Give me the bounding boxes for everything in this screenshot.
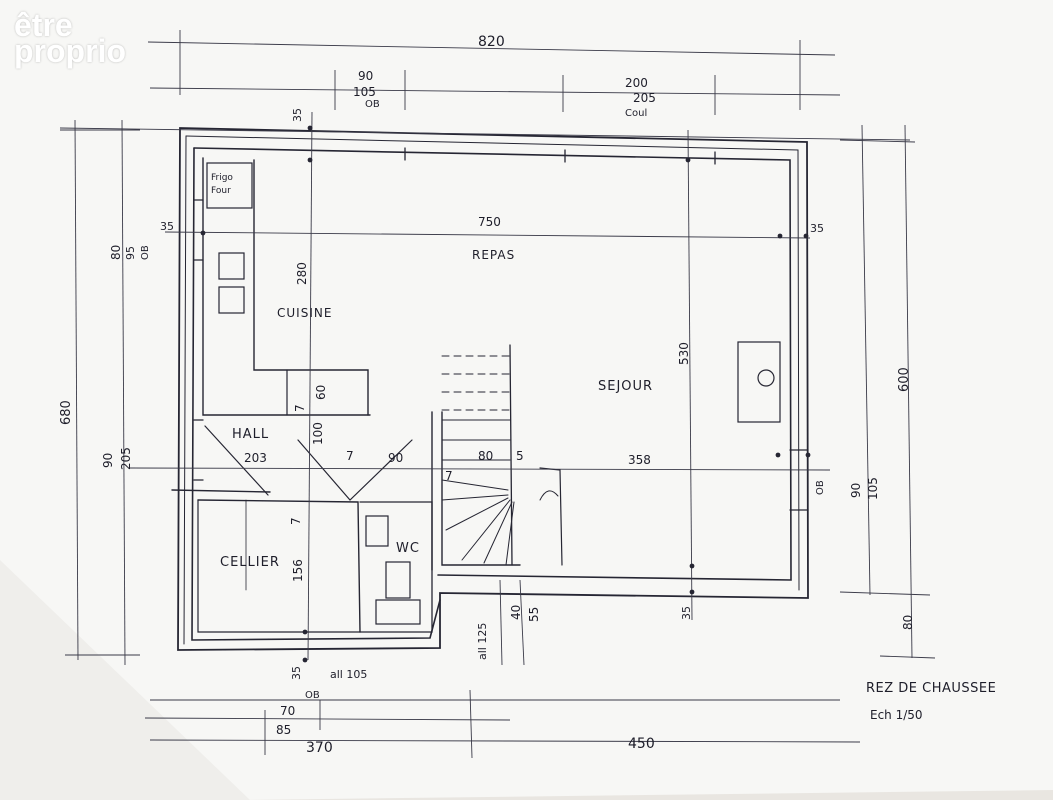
dim-counter: 60 bbox=[314, 385, 328, 400]
dim-dining-height: 750 bbox=[478, 215, 501, 229]
room-storage-label: CELLIER bbox=[220, 555, 280, 570]
dim-top-window-a: 90 bbox=[358, 69, 373, 83]
stair-curve bbox=[539, 490, 559, 501]
window-marks-top bbox=[404, 147, 716, 165]
dim-bottom-win-note: OB bbox=[305, 690, 320, 701]
dim-left-win-a2: 95 bbox=[124, 246, 137, 260]
dim-total-height-right: 600 bbox=[897, 367, 912, 392]
dim-total-height-left: 680 bbox=[59, 400, 74, 425]
fireplace bbox=[737, 341, 781, 423]
dim-top-window-a2: 105 bbox=[353, 85, 376, 99]
dim-bottom-left: 370 bbox=[306, 740, 333, 756]
dim-top-window-b2: 205 bbox=[633, 91, 656, 105]
dim-living-width: 358 bbox=[628, 453, 651, 467]
dim-hall-width: 203 bbox=[244, 451, 267, 465]
wall-double-left bbox=[183, 135, 187, 645]
kitchen-wall bbox=[202, 157, 371, 416]
dim-right-win: 90 bbox=[849, 483, 863, 498]
dim-kitchen-depth: 280 bbox=[295, 262, 309, 285]
stair-walls bbox=[431, 411, 521, 571]
plan-lines bbox=[171, 127, 809, 651]
room-wc-label: WC bbox=[396, 541, 420, 556]
window-marks-left bbox=[193, 199, 204, 481]
dim-left-win-a: 80 bbox=[109, 245, 123, 260]
fixture-oven-label: Four bbox=[211, 186, 231, 196]
wc-toilet bbox=[385, 561, 411, 599]
dim-storage-depth: 156 bbox=[291, 559, 305, 582]
dim-partition-a: 7 bbox=[346, 449, 354, 463]
dim-bottom-win: 70 bbox=[280, 704, 295, 718]
dim-wall-bottom-b: 35 bbox=[290, 666, 303, 680]
dim-bottom-all: all 105 bbox=[330, 668, 367, 681]
dim-door-a: 40 bbox=[509, 605, 523, 620]
dim-hall-depth: 100 bbox=[311, 422, 325, 445]
sink-a bbox=[218, 252, 245, 280]
dim-entry: all 125 bbox=[476, 623, 489, 660]
dim-right-win2: 105 bbox=[866, 477, 880, 500]
dim-wall-top: 35 bbox=[291, 108, 304, 122]
room-hall-label: HALL bbox=[232, 427, 269, 442]
dim-stair-width: 80 bbox=[478, 449, 493, 463]
watermark-line-1: être bbox=[14, 7, 73, 43]
dim-left-win-b2: 205 bbox=[119, 447, 133, 470]
wc-cistern bbox=[375, 599, 421, 625]
fixture-fridge-label: Frigo bbox=[211, 173, 233, 183]
dim-wc-width: 90 bbox=[388, 451, 403, 465]
plan-scale: Ech 1/50 bbox=[870, 708, 923, 722]
storage-wall bbox=[197, 499, 361, 633]
dim-living-depth: 530 bbox=[677, 342, 691, 365]
outer-wall-inner bbox=[193, 147, 792, 581]
watermark-line-2: proprio bbox=[14, 33, 126, 70]
fridge-oven-box bbox=[206, 162, 253, 209]
door-swing-hall bbox=[204, 425, 269, 496]
door-swing-wc bbox=[297, 439, 413, 501]
dim-left-win-a-note: OB bbox=[140, 245, 151, 260]
dim-bottom-win2: 85 bbox=[276, 723, 291, 737]
room-dining-label: REPAS bbox=[472, 248, 515, 262]
room-kitchen-label: CUISINE bbox=[277, 306, 332, 320]
wc-basin bbox=[365, 515, 389, 547]
dim-top-window-b-note: Coul bbox=[625, 108, 647, 119]
dimension-lines bbox=[59, 30, 936, 759]
dim-wall-left: 35 bbox=[160, 220, 174, 233]
dimension-dots bbox=[200, 125, 811, 663]
dim-bottom-right: 450 bbox=[628, 736, 655, 752]
dim-top-window-a-note: OB bbox=[365, 99, 380, 110]
dim-wall-bottom-a: 35 bbox=[680, 606, 693, 620]
stair-steps-lower bbox=[441, 419, 515, 566]
window-marks-right bbox=[789, 449, 809, 511]
hall-wall bbox=[171, 489, 271, 493]
sink-b bbox=[218, 286, 245, 314]
watermark-logo: être proprio bbox=[14, 7, 126, 70]
stair-landing bbox=[539, 467, 563, 566]
wall-double-top bbox=[185, 135, 800, 591]
outer-wall-outer bbox=[177, 127, 809, 651]
dim-stair-gap: 5 bbox=[516, 449, 524, 463]
dim-left-win-b: 90 bbox=[101, 453, 115, 468]
dim-counter-wall: 7 bbox=[293, 404, 307, 412]
dim-storage-wall: 7 bbox=[289, 517, 303, 525]
outer-wall-inner-left bbox=[191, 147, 441, 641]
dim-stair-wall: 7 bbox=[445, 469, 453, 483]
kitchen-counter bbox=[253, 159, 369, 416]
dim-right-bottom: 80 bbox=[901, 615, 915, 630]
plan-title: REZ DE CHAUSSEE bbox=[866, 681, 996, 696]
stair-rail bbox=[509, 344, 513, 566]
dim-right-win-note: OB bbox=[815, 480, 826, 495]
stove-icon bbox=[757, 369, 775, 387]
dim-door-b: 55 bbox=[527, 607, 541, 622]
room-living-label: SEJOUR bbox=[598, 379, 653, 394]
dim-total-width: 820 bbox=[478, 34, 505, 50]
dim-top-window-b: 200 bbox=[625, 76, 648, 90]
dim-wall-right: 35 bbox=[810, 222, 824, 235]
